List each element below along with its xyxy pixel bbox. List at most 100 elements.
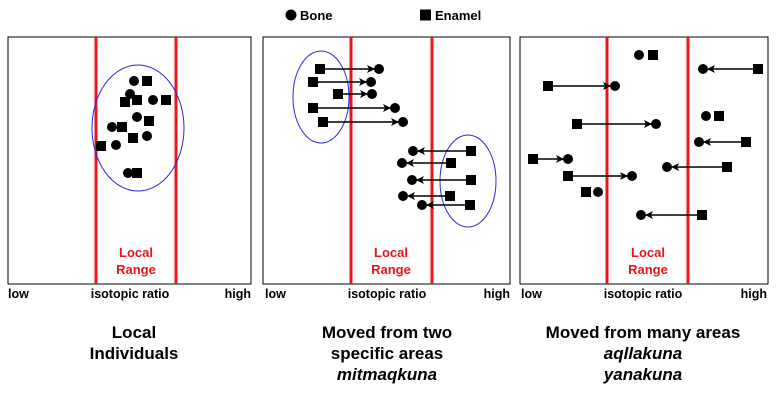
caption-line2: specific areas bbox=[331, 344, 443, 363]
enamel-marker bbox=[120, 97, 130, 107]
enamel-marker bbox=[132, 95, 142, 105]
bone-marker bbox=[563, 154, 573, 164]
caption-term: mitmaqkuna bbox=[337, 365, 437, 384]
caption-line1: Moved from two bbox=[322, 323, 452, 342]
enamel-marker bbox=[466, 146, 476, 156]
bone-legend-marker bbox=[285, 9, 297, 21]
enamel-marker bbox=[161, 95, 171, 105]
enamel-marker bbox=[697, 210, 707, 220]
bone-marker bbox=[367, 89, 377, 99]
bone-marker bbox=[634, 50, 644, 60]
axis-low-label: low bbox=[265, 287, 286, 301]
enamel-marker bbox=[445, 191, 455, 201]
panel-local-individuals: Local Range low isotopic ratio high Loca… bbox=[7, 36, 252, 363]
axis-low-label: low bbox=[8, 287, 29, 301]
bone-marker bbox=[398, 191, 408, 201]
markers bbox=[96, 76, 171, 178]
caption-term-1: aqllakuna bbox=[604, 344, 682, 363]
enamel-marker bbox=[753, 64, 763, 74]
caption-line1: Local bbox=[112, 323, 156, 342]
local-range-label-line1: Local bbox=[374, 245, 408, 260]
enamel-marker bbox=[581, 187, 591, 197]
enamel-marker bbox=[466, 175, 476, 185]
enamel-marker bbox=[648, 50, 658, 60]
enamel-marker bbox=[144, 116, 154, 126]
bone-marker bbox=[694, 137, 704, 147]
axis-high-label: high bbox=[741, 287, 767, 301]
arrows bbox=[533, 65, 756, 219]
enamel-marker bbox=[563, 171, 573, 181]
enamel-marker bbox=[572, 119, 582, 129]
bone-marker bbox=[107, 122, 117, 132]
enamel-marker bbox=[308, 103, 318, 113]
enamel-legend-marker bbox=[420, 9, 431, 21]
axis-title: isotopic ratio bbox=[604, 287, 683, 301]
cluster-ellipse-low bbox=[292, 50, 350, 144]
panel-two-areas: Local Range low isotopic ratio high Move… bbox=[262, 36, 511, 384]
caption-line1: Moved from many areas bbox=[546, 323, 741, 342]
panel-many-areas: Local Range low isotopic ratio high Move… bbox=[519, 36, 769, 384]
enamel-marker bbox=[528, 154, 538, 164]
local-range-label-line2: Range bbox=[371, 262, 411, 277]
enamel-marker bbox=[446, 158, 456, 168]
local-range-label-line2: Range bbox=[628, 262, 668, 277]
axis-title: isotopic ratio bbox=[348, 287, 427, 301]
markers bbox=[528, 50, 763, 220]
bone-marker bbox=[111, 140, 121, 150]
enamel-marker bbox=[543, 81, 553, 91]
local-range-label-line1: Local bbox=[631, 245, 665, 260]
markers bbox=[308, 64, 476, 210]
enamel-marker bbox=[96, 141, 106, 151]
caption-term-2: yanakuna bbox=[603, 365, 682, 384]
bone-legend-label: Bone bbox=[300, 8, 333, 23]
enamel-marker bbox=[333, 89, 343, 99]
bone-marker bbox=[610, 81, 620, 91]
bone-marker bbox=[651, 119, 661, 129]
caption-line2: Individuals bbox=[90, 344, 179, 363]
bone-marker bbox=[636, 210, 646, 220]
enamel-marker bbox=[315, 64, 325, 74]
panel-frame bbox=[262, 36, 511, 285]
enamel-marker bbox=[318, 117, 328, 127]
arrows bbox=[313, 65, 471, 209]
enamel-marker bbox=[132, 168, 142, 178]
bone-marker bbox=[132, 112, 142, 122]
bone-marker bbox=[407, 175, 417, 185]
panel-frame bbox=[519, 36, 769, 285]
cluster-ellipse bbox=[91, 64, 185, 192]
enamel-marker bbox=[128, 133, 138, 143]
bone-marker bbox=[627, 171, 637, 181]
bone-marker bbox=[123, 168, 133, 178]
bone-marker bbox=[662, 162, 672, 172]
axis-high-label: high bbox=[484, 287, 510, 301]
enamel-marker bbox=[465, 200, 475, 210]
local-range-label-line1: Local bbox=[119, 245, 153, 260]
bone-marker bbox=[390, 103, 400, 113]
bone-marker bbox=[142, 131, 152, 141]
axis-low-label: low bbox=[521, 287, 542, 301]
bone-marker bbox=[408, 146, 418, 156]
bone-marker bbox=[374, 64, 384, 74]
local-range-label-line2: Range bbox=[116, 262, 156, 277]
cluster-ellipse-high bbox=[439, 134, 497, 228]
enamel-marker bbox=[741, 137, 751, 147]
axis-high-label: high bbox=[225, 287, 251, 301]
enamel-marker bbox=[117, 122, 127, 132]
bone-marker bbox=[397, 158, 407, 168]
enamel-marker bbox=[142, 76, 152, 86]
bone-marker bbox=[129, 76, 139, 86]
panel-frame bbox=[7, 36, 252, 285]
bone-marker bbox=[398, 117, 408, 127]
bone-marker bbox=[698, 64, 708, 74]
bone-marker bbox=[593, 187, 603, 197]
axis-title: isotopic ratio bbox=[91, 287, 170, 301]
bone-marker bbox=[366, 77, 376, 87]
bone-marker bbox=[417, 200, 427, 210]
legend: Bone Enamel bbox=[285, 8, 481, 23]
enamel-legend-label: Enamel bbox=[435, 8, 481, 23]
bone-marker bbox=[701, 111, 711, 121]
enamel-marker bbox=[722, 162, 732, 172]
enamel-marker bbox=[714, 111, 724, 121]
